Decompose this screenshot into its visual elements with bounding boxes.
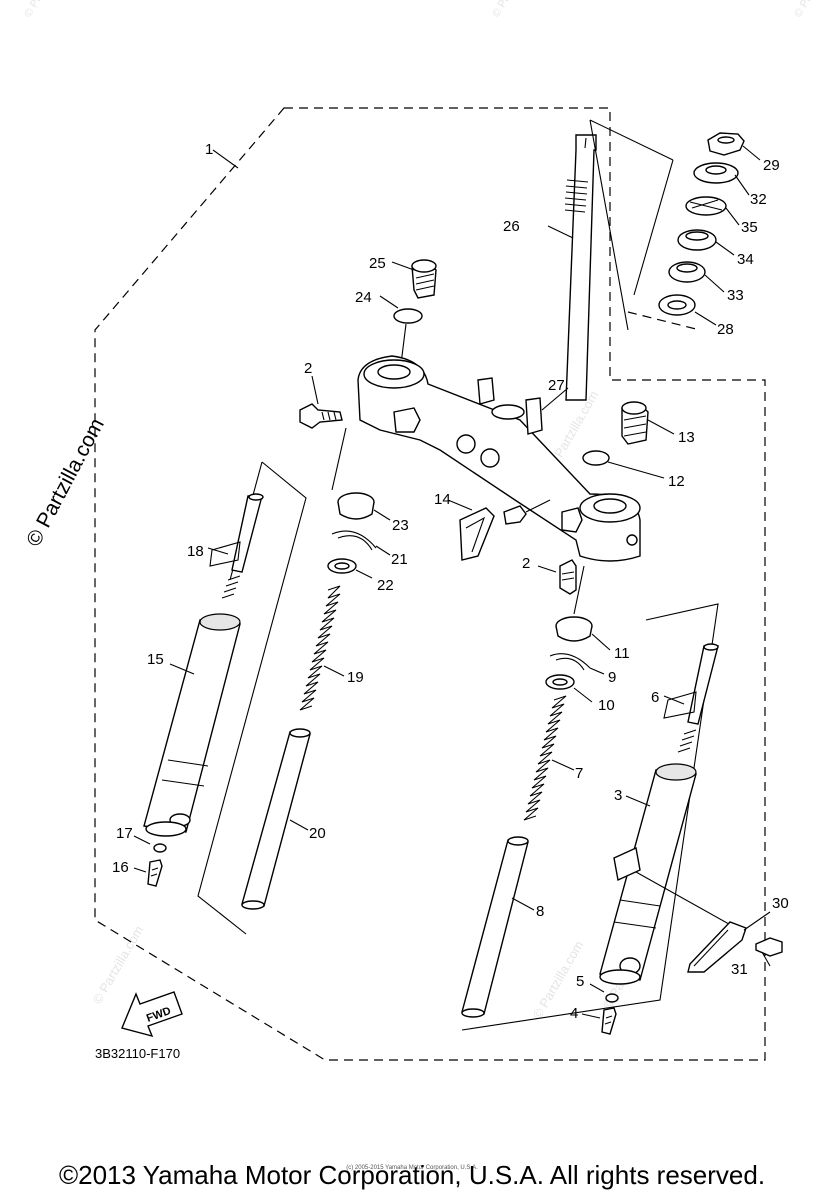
callout-17: 17 — [116, 825, 133, 842]
callout-15: 15 — [147, 651, 164, 668]
right-spring — [523, 695, 567, 821]
bearing-leaders — [694, 145, 761, 326]
leader-2-upper — [311, 375, 319, 405]
callout-7: 7 — [575, 765, 583, 782]
diagram-code: 3B32110-F170 — [95, 1046, 180, 1061]
callout-14: 14 — [434, 491, 451, 508]
callout-8: 8 — [536, 903, 544, 920]
leader-7 — [551, 759, 575, 771]
leaders-16-17 — [133, 835, 151, 873]
leaders-30-31 — [743, 911, 771, 967]
callout-22: 22 — [377, 577, 394, 594]
pinch-bolt-upper — [299, 403, 343, 429]
callout-21: 21 — [391, 551, 408, 568]
left-seal-parts — [327, 492, 377, 574]
callout-3: 3 — [614, 787, 622, 804]
right-seal-parts — [545, 616, 593, 690]
watermark: © Partzilla.com — [792, 0, 824, 20]
callout-1: 1 — [205, 141, 213, 158]
left-bolt-parts — [147, 843, 167, 887]
cable-bracket — [459, 499, 551, 561]
callout-34: 34 — [737, 251, 754, 268]
under-bracket — [357, 355, 641, 562]
right-outer-tube — [599, 763, 697, 985]
leaders-24-25 — [379, 261, 415, 309]
callout-29: 29 — [763, 157, 780, 174]
callout-16: 16 — [112, 859, 129, 876]
leader-8 — [511, 897, 535, 911]
left-fork-tube — [241, 728, 311, 910]
left-spring — [299, 585, 341, 711]
leader-1 — [212, 149, 239, 169]
leader-15 — [169, 663, 195, 675]
callout-10: 10 — [598, 697, 615, 714]
callout-13: 13 — [678, 429, 695, 446]
left-outer-tube — [143, 613, 241, 837]
leader-14 — [447, 499, 473, 511]
side-watermark: © Partzilla.com — [22, 415, 109, 551]
copyright-notice: ©2013 Yamaha Motor Corporation, U.S.A. A… — [58, 1160, 766, 1190]
right-fork-tube — [461, 836, 529, 1018]
bearing-bracket — [589, 119, 674, 331]
watermark: © Partzilla.com — [22, 0, 69, 20]
leaders-9-11 — [573, 633, 611, 703]
leaders-12-13 — [607, 419, 675, 479]
leader-26 — [547, 225, 574, 239]
callout-28: 28 — [717, 321, 734, 338]
leaders-4-5 — [581, 983, 605, 1019]
callout-labels: 1 2 2 3 4 5 6 7 8 9 10 11 12 13 14 15 16… — [112, 141, 789, 1022]
right-bolt-parts — [601, 993, 619, 1035]
left-damper-rod — [209, 493, 264, 599]
watermarks: © Partzilla.com © Partzilla.com © Partzi… — [22, 0, 824, 1022]
axis-left-mid — [331, 427, 347, 491]
leader-6 — [663, 695, 685, 705]
callout-12: 12 — [668, 473, 685, 490]
callout-23: 23 — [392, 517, 409, 534]
callout-4: 4 — [570, 1005, 578, 1022]
leader-2-lower — [537, 565, 557, 573]
cap-bolt-left — [393, 259, 437, 324]
callout-20: 20 — [309, 825, 326, 842]
fork-bracket-left — [197, 461, 307, 935]
callout-32: 32 — [750, 191, 767, 208]
callout-19: 19 — [347, 669, 364, 686]
callout-11: 11 — [614, 645, 630, 662]
leader-18 — [207, 547, 229, 555]
tiny-copyright: (c) 2005-2015 Yamaha Motor Corporation, … — [346, 1165, 478, 1171]
callout-27: 27 — [548, 377, 565, 394]
leader-20 — [289, 819, 309, 831]
callout-35: 35 — [741, 219, 758, 236]
steering-stem — [564, 134, 597, 401]
callout-30: 30 — [772, 895, 789, 912]
watermark: © Partzilla.com — [90, 923, 147, 1006]
callout-2b: 2 — [522, 555, 530, 572]
callout-31: 31 — [731, 961, 748, 978]
bearing-bracket-dash — [627, 311, 701, 331]
leader-19 — [323, 665, 345, 677]
callout-33: 33 — [727, 287, 744, 304]
callout-5: 5 — [576, 973, 584, 990]
cap-bolt-right — [582, 401, 649, 466]
leaders-21-23 — [355, 509, 391, 579]
bearing-parts — [658, 132, 745, 316]
callout-18: 18 — [187, 543, 204, 560]
watermark: © Partzilla.com — [490, 0, 537, 20]
cable-guide — [635, 871, 783, 973]
fwd-arrow: FWD — [121, 991, 183, 1038]
callout-24: 24 — [355, 289, 372, 306]
axis-right-mid — [573, 565, 585, 615]
assembly-boundary — [94, 107, 766, 1061]
callout-25: 25 — [369, 255, 386, 272]
leader-3 — [625, 795, 651, 807]
callout-6: 6 — [651, 689, 659, 706]
callout-26: 26 — [503, 218, 520, 235]
callout-9: 9 — [608, 669, 616, 686]
pinch-bolt-lower — [559, 559, 577, 595]
leader-27 — [541, 387, 569, 411]
callout-2: 2 — [304, 360, 312, 377]
right-damper-rod — [663, 643, 719, 753]
